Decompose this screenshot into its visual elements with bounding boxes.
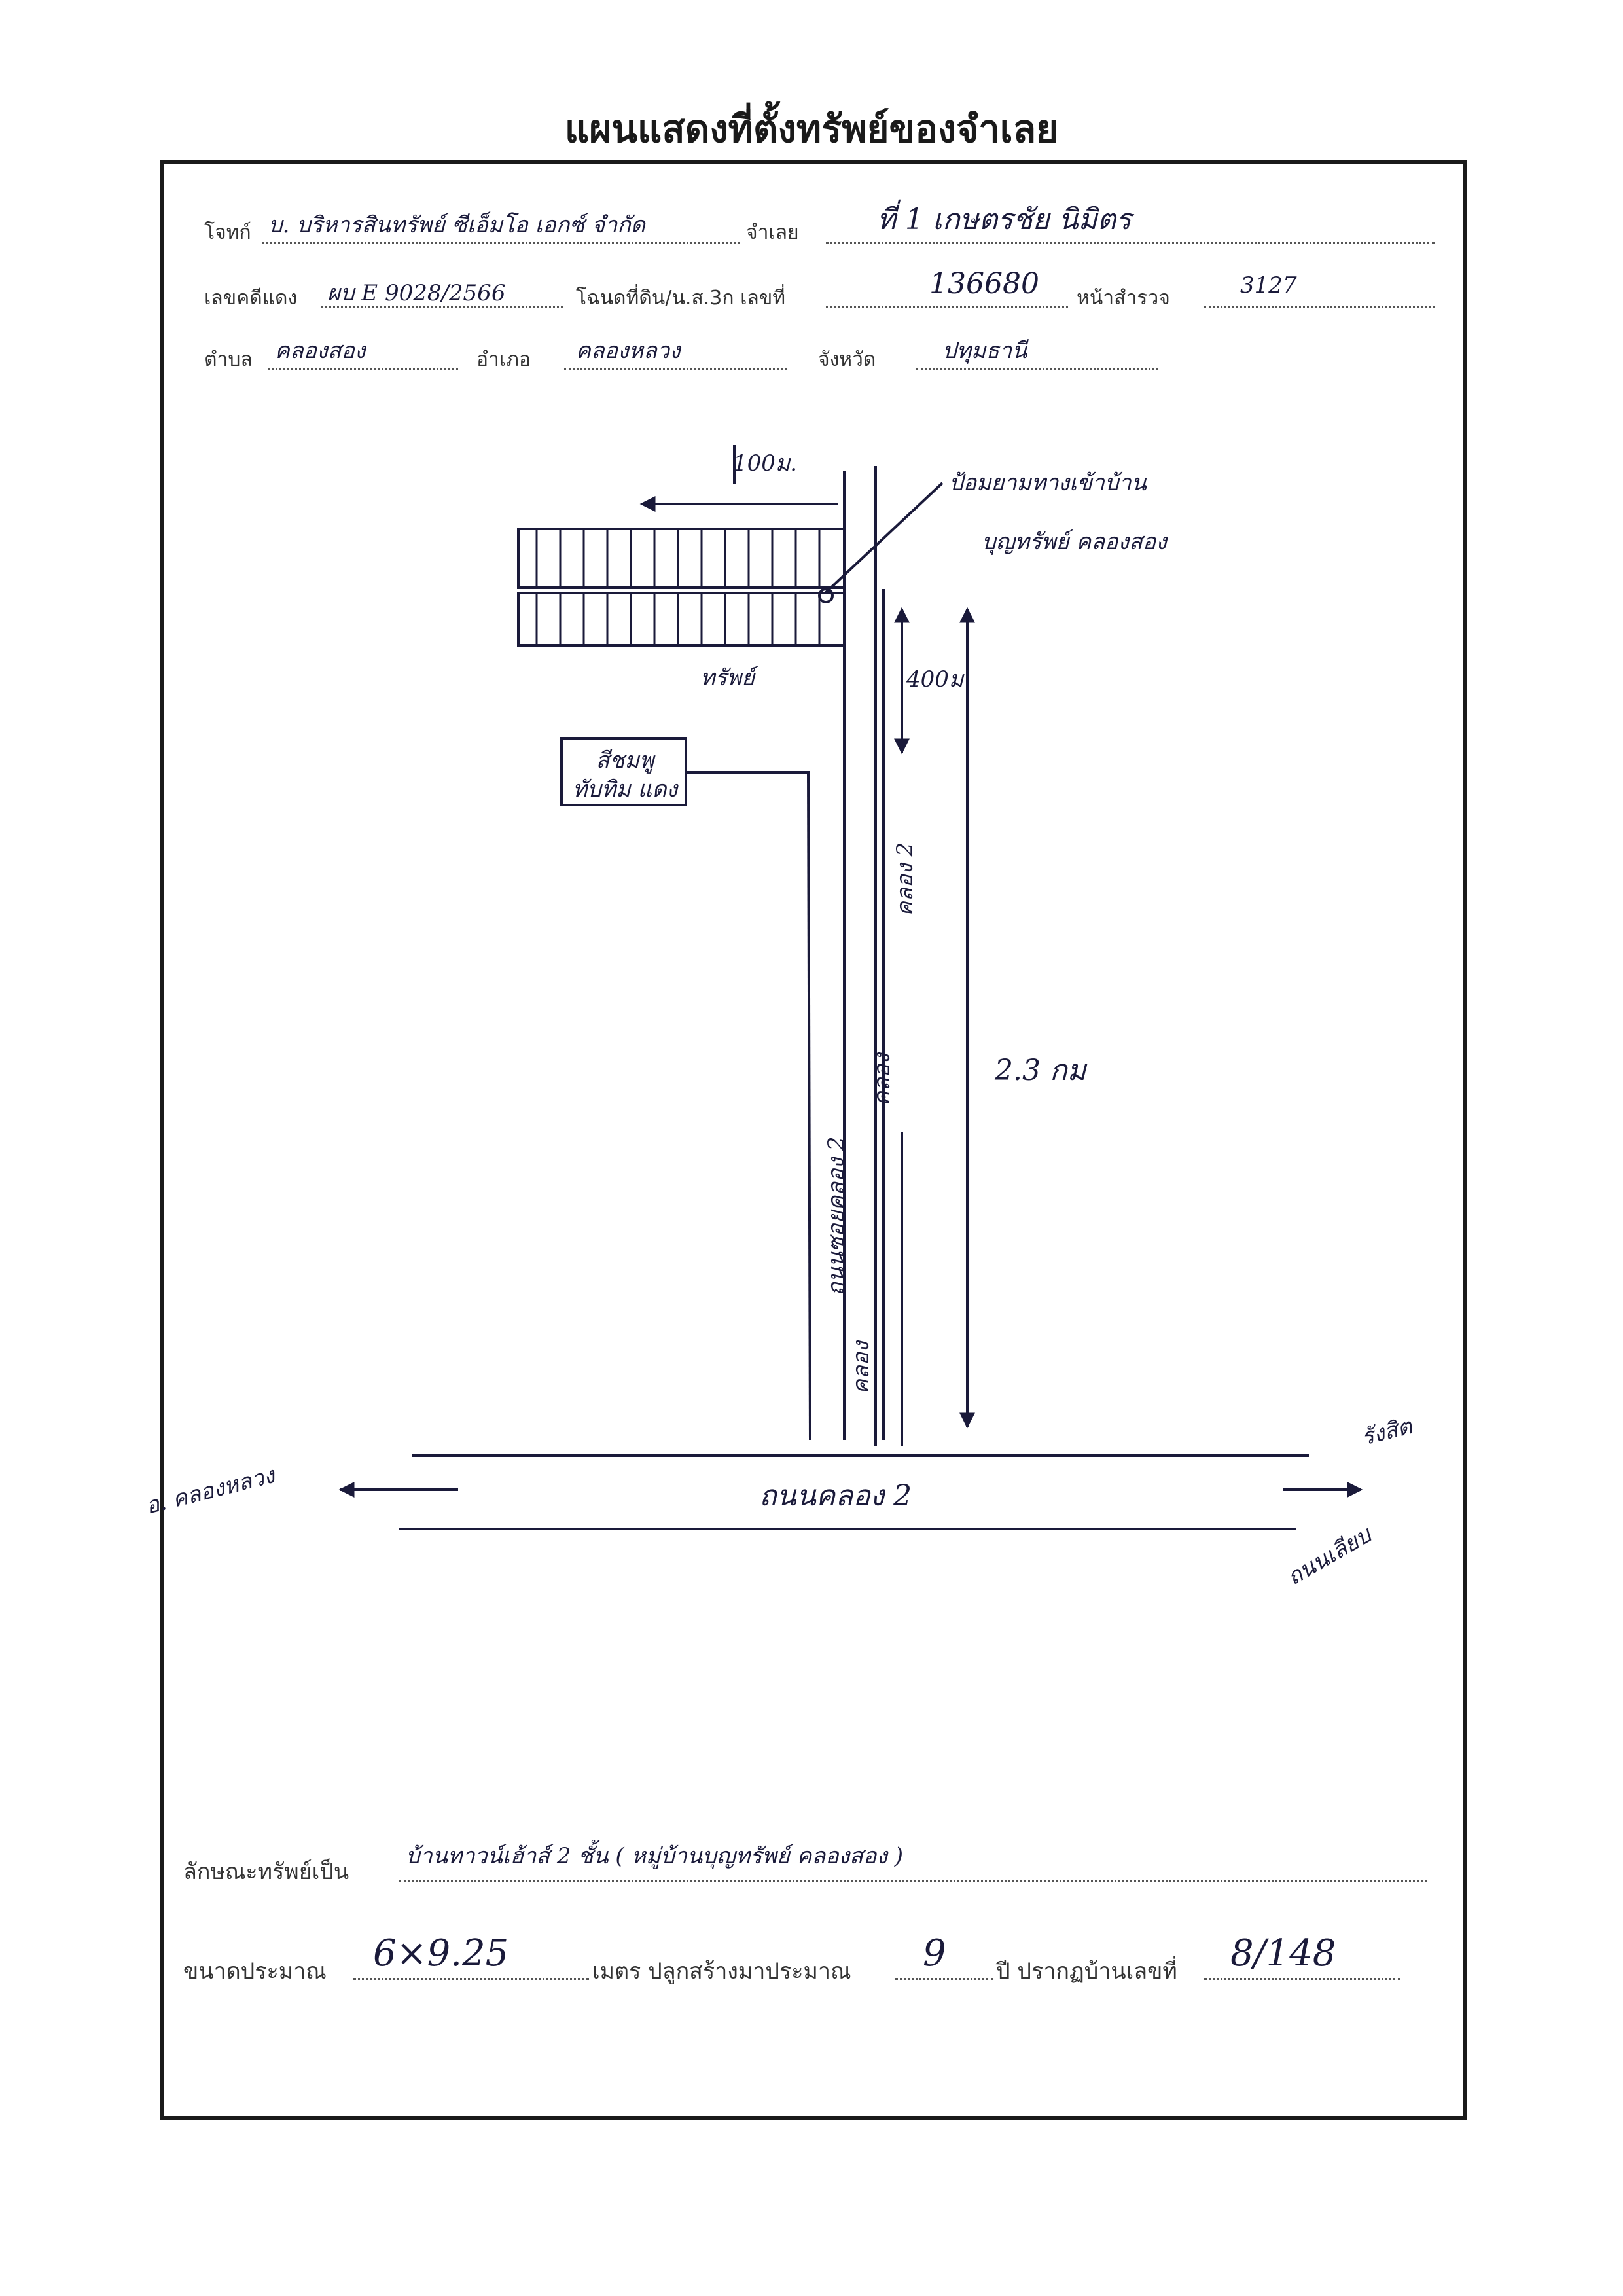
survey-page-label: หน้าสำรวจ: [1077, 287, 1170, 310]
plaintiff-label: โจทก์: [204, 221, 251, 244]
canal-label-2: คลอง: [869, 1053, 895, 1106]
property-type-value: บ้านทาวน์เฮ้าส์ 2 ชั้น ( หมู่บ้านบุญทรัพ…: [406, 1843, 903, 1869]
red-case-label: เลขคดีแดง: [204, 287, 298, 310]
deed-line: [826, 306, 1068, 308]
size-line: [353, 1978, 589, 1980]
townhouse-row-south: [517, 592, 846, 647]
house-no-value: 8/148: [1230, 1932, 1336, 1975]
subdistrict-value: คลองสอง: [275, 338, 366, 364]
district-label: อำเภอ: [476, 348, 531, 371]
years-line: [895, 1978, 993, 1980]
meters-label: เมตร ปลูกสร้างมาประมาณ: [592, 1958, 851, 1984]
plaintiff-line: [262, 242, 740, 244]
callout-leader: [825, 482, 944, 594]
province-value: ปทุมธานี: [942, 338, 1027, 364]
province-line: [916, 368, 1158, 370]
survey-page-line: [1204, 306, 1435, 308]
townhouse-unit-dividers: [535, 529, 821, 645]
canal-label-1: คลอง 2: [892, 842, 918, 916]
size-value: 6×9.25: [373, 1932, 509, 1975]
townhouse-row-north: [517, 528, 846, 589]
plaintiff-value: บ. บริหารสินทรัพย์ ซีเอ็มโอ เอกซ์ จำกัด: [268, 212, 645, 238]
size-label: ขนาดประมาณ: [183, 1958, 327, 1984]
property-type-line: [399, 1880, 1427, 1882]
deed-label: โฉนดที่ดิน/น.ส.3ก เลขที่: [576, 287, 786, 310]
defendant-label: จำเลย: [746, 221, 799, 244]
red-case-value: ผบ E 9028/2566: [327, 280, 506, 306]
survey-page-value: 3127: [1240, 272, 1297, 298]
main-road-label: ถนนคลอง 2: [759, 1479, 912, 1513]
years-value: 9: [923, 1932, 946, 1975]
district-value: คลองหลวง: [576, 338, 681, 364]
red-case-line: [321, 306, 563, 308]
landmark-label: สีชมพูทับทิม แดง: [572, 747, 678, 802]
defendant-value: ที่ 1 เกษตรชัย นิมิตร: [877, 203, 1132, 236]
deed-value: 136680: [929, 267, 1039, 300]
property-label: ทรัพย์: [700, 665, 755, 691]
map-frame: [160, 160, 1467, 2120]
house-no-line: [1204, 1978, 1400, 1980]
province-label: จังหวัด: [818, 348, 876, 371]
defendant-line: [826, 242, 1435, 244]
village-entrance-label-2: บุญทรัพย์ คลองสอง: [982, 529, 1167, 555]
soi-name-label: ถนนซอยคลอง 2: [823, 1136, 849, 1296]
subdistrict-label: ตำบล: [204, 348, 253, 371]
subdistrict-line: [268, 368, 458, 370]
long-distance-label: 2.3 กม: [995, 1054, 1086, 1087]
district-line: [564, 368, 787, 370]
soi-west-edge: [807, 772, 812, 1441]
house-no-label: ปี ปรากฏบ้านเลขที่: [996, 1958, 1177, 1984]
top-distance-label: 100ม.: [733, 450, 798, 476]
canal-label-3: คลอง: [848, 1341, 874, 1394]
page-title: แผนแสดงที่ตั้งทรัพย์ของจำเลย: [564, 107, 1059, 151]
segment-distance-label: 400ม: [906, 666, 964, 692]
village-entrance-label-1: ป้อมยามทางเข้าบ้าน: [949, 470, 1147, 496]
property-type-label: ลักษณะทรัพย์เป็น: [183, 1859, 349, 1885]
